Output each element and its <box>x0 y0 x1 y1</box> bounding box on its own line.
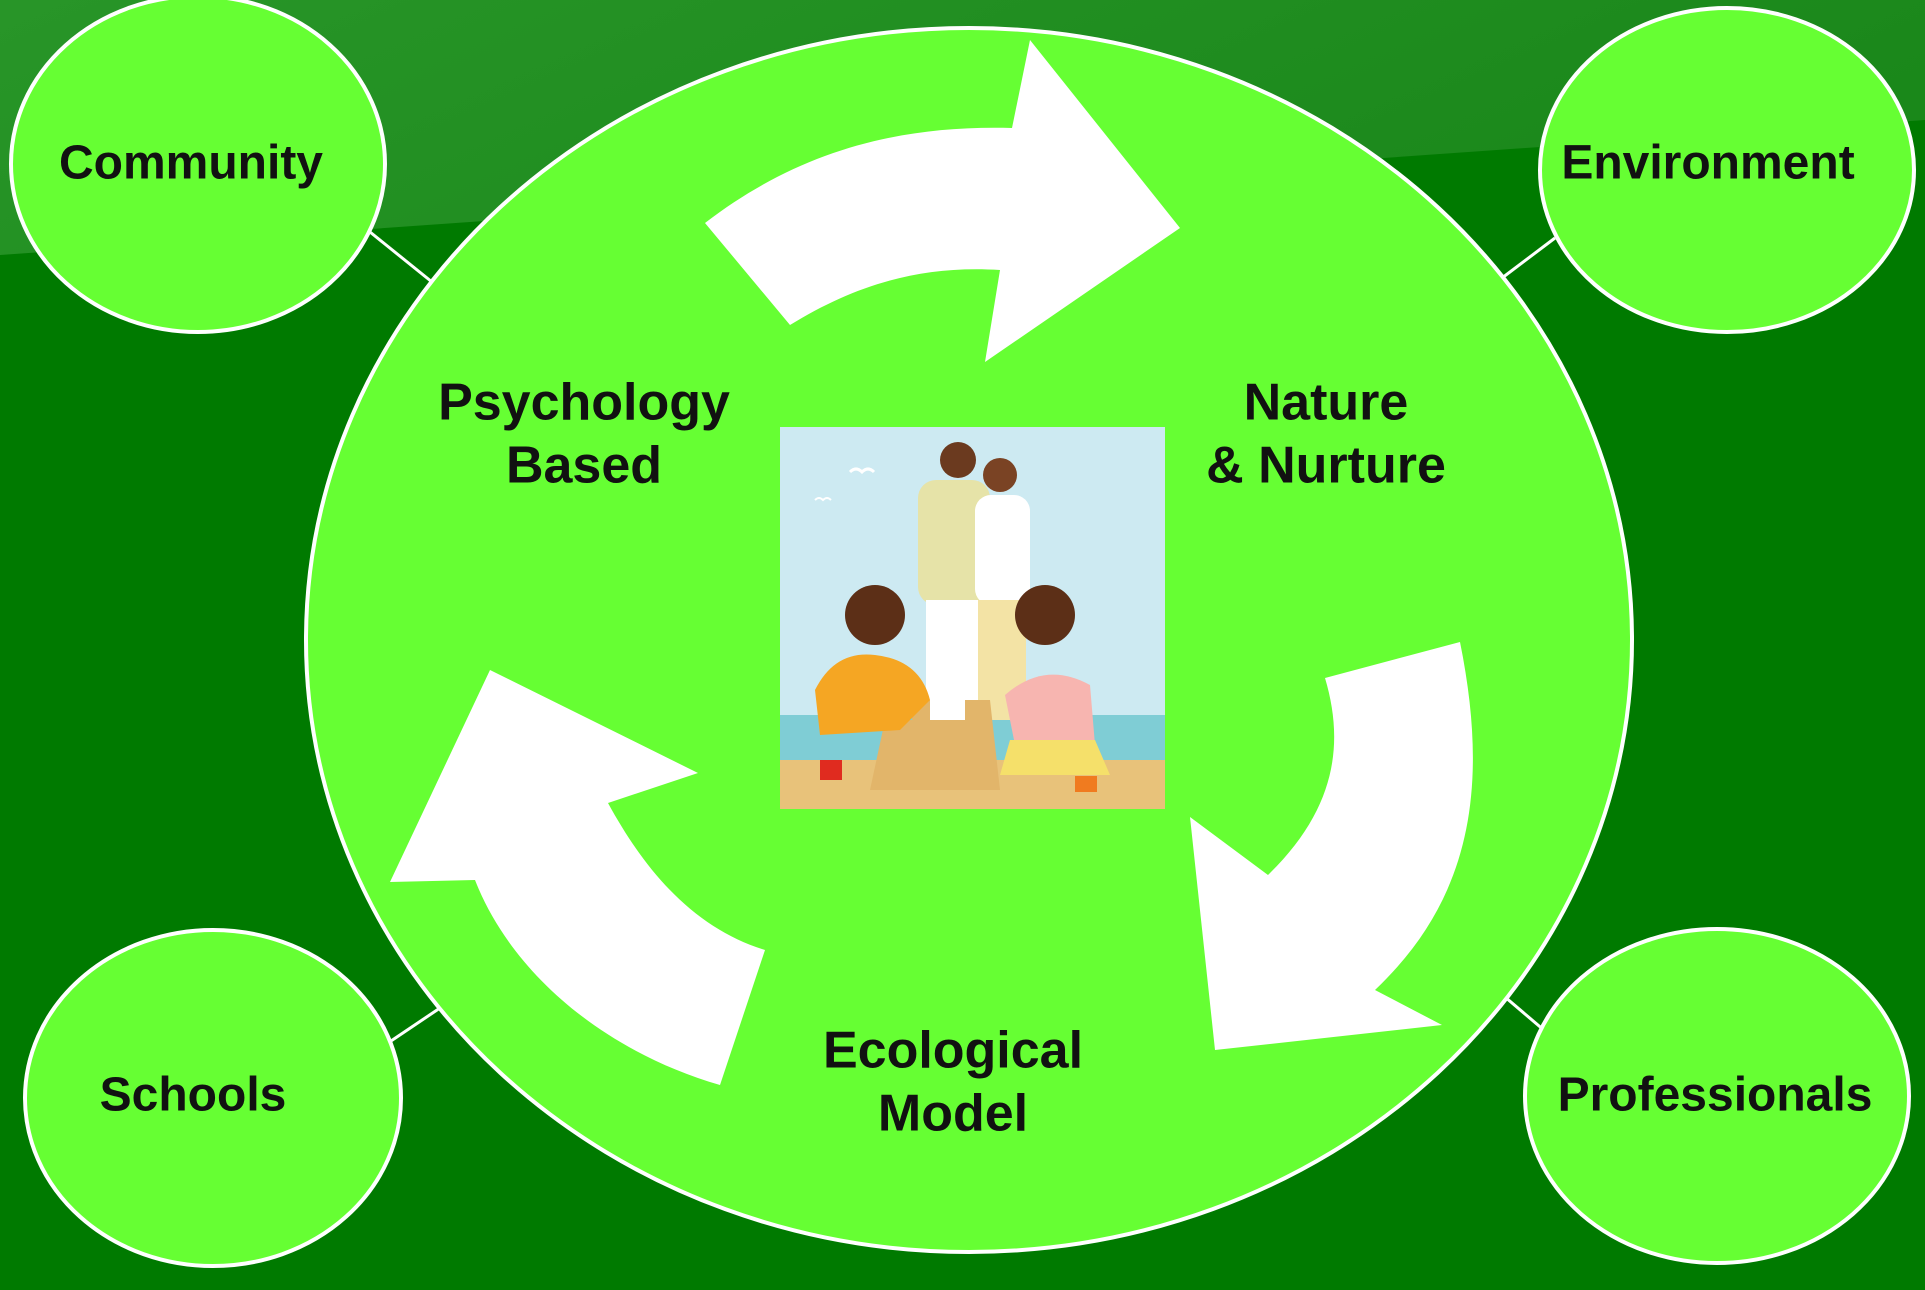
label-nature-nurture: Nature & Nurture <box>1206 372 1446 499</box>
label-nature-line1: Nature <box>1243 373 1409 432</box>
label-community: Community <box>59 136 323 190</box>
label-ecological-line2: Model <box>877 1085 1029 1143</box>
label-professionals: Professionals <box>1557 1068 1873 1122</box>
label-environment: Environment <box>1561 136 1855 190</box>
cycle-arrow-left <box>390 670 765 1085</box>
cycle-arrow-right <box>1190 642 1473 1050</box>
label-ecological-model: Ecological Model <box>823 1020 1083 1147</box>
cycle-arrow-top <box>705 40 1180 362</box>
connector-community <box>369 230 433 284</box>
label-psychology-line1: Psychology <box>438 373 730 432</box>
satellite-schools <box>23 928 403 1268</box>
satellite-community <box>9 0 387 334</box>
label-psychology-line2: Based <box>505 437 663 495</box>
connector-lines <box>369 230 1556 1047</box>
satellite-professionals <box>1523 927 1911 1265</box>
connector-schools <box>384 1006 441 1047</box>
label-psychology-based: Psychology Based <box>438 372 730 499</box>
connector-environment <box>1501 236 1556 280</box>
label-schools: Schools <box>99 1068 287 1122</box>
label-nature-line2: & Nurture <box>1206 437 1446 495</box>
satellite-environment <box>1538 6 1916 334</box>
family-beach-image <box>780 427 1165 809</box>
label-ecological-line1: Ecological <box>822 1021 1084 1080</box>
